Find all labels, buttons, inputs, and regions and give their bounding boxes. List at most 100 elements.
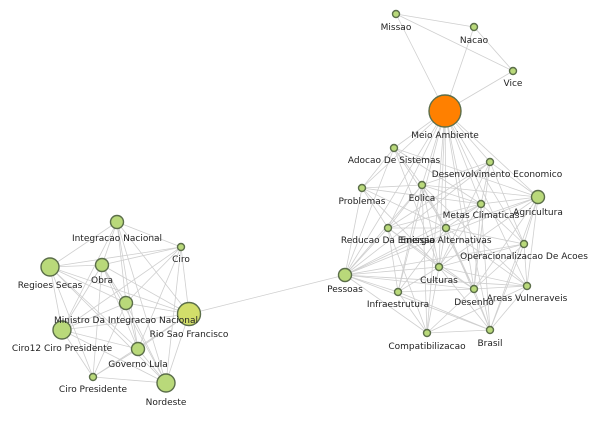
edge-ciro-ciro12 bbox=[61, 246, 182, 331]
node-ciro12[interactable] bbox=[52, 320, 72, 340]
edge-pessoas-desenho bbox=[344, 274, 475, 290]
node-integracao-nacional[interactable] bbox=[109, 214, 125, 230]
node-nordeste[interactable] bbox=[156, 373, 176, 393]
node-ciro-presidente[interactable] bbox=[88, 372, 98, 382]
node-ciro[interactable] bbox=[176, 242, 186, 252]
edge-adocao_de_sistemas-pessoas bbox=[344, 147, 395, 276]
node-problemas[interactable] bbox=[357, 183, 367, 193]
node-governo-lula[interactable] bbox=[130, 341, 146, 357]
edge-metas_climaticas-pessoas bbox=[344, 203, 482, 276]
node-areas-vulneraveis[interactable] bbox=[522, 281, 532, 291]
edge-culturas-compatibilizacao bbox=[426, 266, 440, 334]
edge-integracao_nacional-ciro bbox=[116, 221, 182, 248]
node-compatibilizacao[interactable] bbox=[422, 328, 432, 338]
node-label-vice: Vice bbox=[504, 79, 523, 89]
edge-operacionalizacao_de_acoes-pessoas bbox=[344, 243, 525, 276]
node-brasil[interactable] bbox=[485, 325, 495, 335]
node-label-pessoas: Pessoas bbox=[327, 285, 363, 295]
edge-regioes_secas-governo_lula bbox=[49, 266, 139, 350]
node-agricultura[interactable] bbox=[530, 189, 546, 205]
edge-ciro12-governo_lula bbox=[61, 329, 139, 350]
edge-ciro-regioes_secas bbox=[49, 246, 182, 268]
edge-meio_ambiente-compatibilizacao bbox=[426, 110, 446, 334]
edge-integracao_nacional-obra bbox=[101, 221, 118, 266]
node-reducao-da-emissao[interactable] bbox=[383, 223, 393, 233]
edge-ministro-nordeste bbox=[125, 302, 167, 384]
node-label-meio-ambiente: Meio Ambiente bbox=[411, 131, 479, 141]
edge-rio_sao_francisco-ciro12 bbox=[61, 313, 190, 331]
edge-obra-governo_lula bbox=[101, 264, 139, 350]
edge-integracao_nacional-ministro bbox=[116, 221, 127, 304]
node-label-governo-lula: Governo Lula bbox=[108, 360, 168, 370]
edge-desenvolvimento_economico-desenho bbox=[473, 161, 491, 290]
edge-meio_ambiente-infraestrutura bbox=[397, 110, 446, 293]
edge-obra-ciro_presidente bbox=[92, 264, 103, 378]
node-label-compatibilizacao: Compatibilizacao bbox=[388, 342, 466, 352]
node-meio-ambiente[interactable] bbox=[428, 94, 462, 128]
edge-meio_ambiente-energia_alternativas bbox=[444, 110, 447, 229]
node-obra[interactable] bbox=[94, 257, 110, 273]
node-nacao[interactable] bbox=[469, 22, 479, 32]
node-eolica[interactable] bbox=[417, 180, 427, 190]
node-vice[interactable] bbox=[508, 66, 518, 76]
node-infraestrutura[interactable] bbox=[393, 287, 403, 297]
node-label-obra: Obra bbox=[91, 276, 113, 286]
edge-metas_climaticas-reducao_da_emissao bbox=[387, 203, 482, 229]
edge-regioes_secas-ciro_presidente bbox=[49, 266, 94, 378]
edge-problemas-pessoas bbox=[344, 187, 363, 276]
edge-eolica-desenho bbox=[421, 184, 475, 290]
node-missao[interactable] bbox=[391, 9, 401, 19]
edge-agricultura-operacionalizacao_de_acoes bbox=[523, 196, 539, 245]
edge-problemas-metas_climaticas bbox=[361, 187, 482, 205]
edge-regioes_secas-rio_sao_francisco bbox=[49, 266, 190, 315]
edge-obra-rio_sao_francisco bbox=[101, 264, 190, 315]
node-regioes-secas[interactable] bbox=[40, 257, 60, 277]
node-label-ministro: Ministro Da Integracao Nacional bbox=[54, 316, 198, 326]
edge-obra-nordeste bbox=[101, 264, 167, 384]
edge-agricultura-metas_climaticas bbox=[480, 196, 539, 205]
node-pessoas[interactable] bbox=[337, 267, 353, 283]
edge-integracao_nacional-nordeste bbox=[116, 221, 167, 384]
edge-agricultura-desenho bbox=[473, 196, 539, 290]
node-label-energia-alternativas: Energia Alternativas bbox=[400, 236, 491, 246]
edge-reducao_da_emissao-desenho bbox=[387, 227, 475, 290]
edge-eolica-metas_climaticas bbox=[421, 184, 482, 205]
edge-eolica-agricultura bbox=[421, 184, 539, 198]
edge-desenvolvimento_economico-pessoas bbox=[344, 161, 491, 276]
node-rio-sao-francisco[interactable] bbox=[176, 301, 202, 327]
edge-adocao_de_sistemas-eolica bbox=[393, 147, 423, 186]
edge-agricultura-areas_vulneraveis bbox=[526, 196, 539, 287]
edge-desenvolvimento_economico-culturas bbox=[438, 161, 491, 268]
node-label-problemas: Problemas bbox=[339, 197, 386, 207]
node-desenho[interactable] bbox=[469, 284, 479, 294]
node-label-nordeste: Nordeste bbox=[146, 398, 187, 408]
node-energia-alternativas[interactable] bbox=[441, 223, 451, 233]
edge-integracao_nacional-ciro12 bbox=[61, 221, 118, 331]
node-metas-climaticas[interactable] bbox=[476, 199, 486, 209]
edge-eolica-compatibilizacao bbox=[421, 184, 428, 334]
edge-regioes_secas-ministro bbox=[49, 266, 127, 304]
edge-problemas-energia_alternativas bbox=[361, 187, 447, 229]
edge-meio_ambiente-problemas bbox=[361, 110, 446, 189]
edge-energia_alternativas-brasil bbox=[445, 227, 491, 331]
node-culturas[interactable] bbox=[434, 262, 444, 272]
edge-energia_alternativas-culturas bbox=[438, 227, 447, 268]
node-desenvolvimento-economico[interactable] bbox=[485, 157, 495, 167]
edge-desenho-areas_vulneraveis bbox=[473, 285, 528, 290]
node-operacionalizacao-de-acoes[interactable] bbox=[519, 239, 529, 249]
edge-pessoas-brasil bbox=[344, 274, 491, 331]
edge-desenho-compatibilizacao bbox=[426, 288, 475, 334]
edge-reducao_da_emissao-pessoas bbox=[344, 227, 389, 276]
edge-meio_ambiente-reducao_da_emissao bbox=[387, 110, 446, 229]
edge-adocao_de_sistemas-metas_climaticas bbox=[393, 147, 482, 205]
edge-culturas-areas_vulneraveis bbox=[438, 266, 528, 287]
node-adocao-de-sistemas[interactable] bbox=[389, 143, 399, 153]
edge-meio_ambiente-culturas bbox=[438, 110, 446, 268]
edge-desenvolvimento_economico-agricultura bbox=[489, 161, 539, 198]
node-label-adocao-de-sistemas: Adocao De Sistemas bbox=[348, 156, 441, 166]
node-ministro[interactable] bbox=[118, 295, 134, 311]
edge-desenho-brasil bbox=[473, 288, 491, 331]
node-label-missao: Missao bbox=[381, 23, 412, 33]
edge-desenvolvimento_economico-reducao_da_emissao bbox=[387, 161, 491, 229]
